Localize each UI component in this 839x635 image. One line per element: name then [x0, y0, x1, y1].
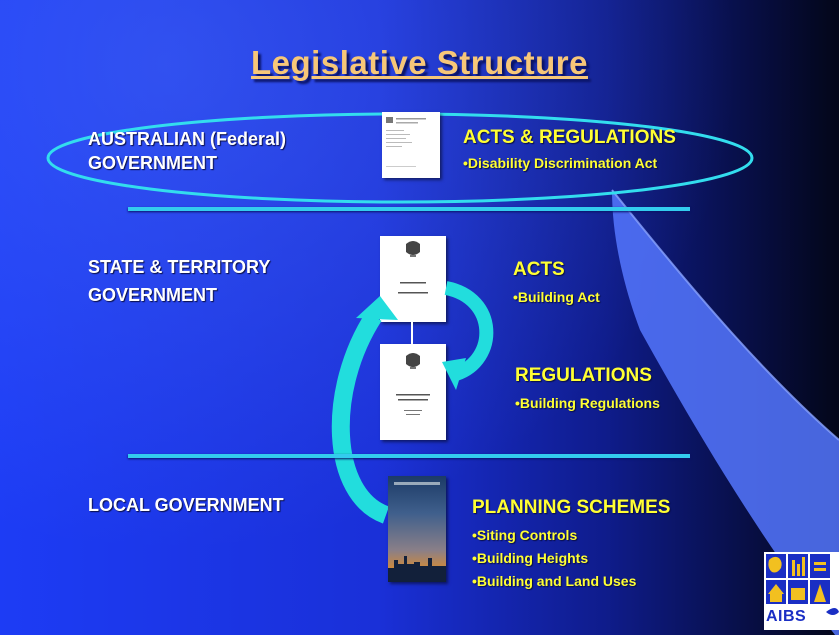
state-regs-item: •Building Regulations — [515, 395, 660, 411]
local-item-1: •Siting Controls — [472, 527, 578, 543]
local-label: LOCAL GOVERNMENT — [88, 495, 284, 515]
state-label-line2: GOVERNMENT — [88, 285, 218, 305]
state-acts-item: •Building Act — [513, 289, 600, 305]
planning-scheme-cover-image — [388, 476, 446, 582]
federal-label-line2: GOVERNMENT — [88, 153, 218, 173]
federal-label-line1: AUSTRALIAN (Federal) — [88, 129, 287, 149]
aibs-logo: AIBS — [764, 552, 839, 630]
local-heading: PLANNING SCHEMES — [472, 497, 671, 518]
crest-document-icon — [398, 241, 428, 294]
aibs-logo-graphic — [764, 552, 839, 630]
aibs-logo-text: AIBS — [766, 608, 807, 625]
state-label-line1: STATE & TERRITORY — [88, 257, 271, 277]
local-item-2: •Building Heights — [472, 550, 589, 566]
federal-heading: ACTS & REGULATIONS — [463, 127, 676, 148]
crest-document-icon — [396, 353, 430, 415]
federal-act-document — [382, 112, 440, 178]
local-item-3: •Building and Land Uses — [472, 573, 637, 589]
slide-title: Legislative Structure — [251, 44, 588, 81]
city-skyline-icon — [388, 482, 446, 582]
divider-state-local — [128, 454, 690, 458]
state-acts-heading: ACTS — [513, 259, 565, 280]
divider-federal-state — [128, 207, 690, 211]
building-act-document — [380, 236, 446, 322]
building-regulations-document — [380, 344, 446, 440]
federal-item: •Disability Discrimination Act — [463, 155, 658, 171]
state-regs-heading: REGULATIONS — [515, 365, 652, 386]
document-icon — [386, 117, 426, 167]
curved-arrows — [331, 281, 494, 524]
